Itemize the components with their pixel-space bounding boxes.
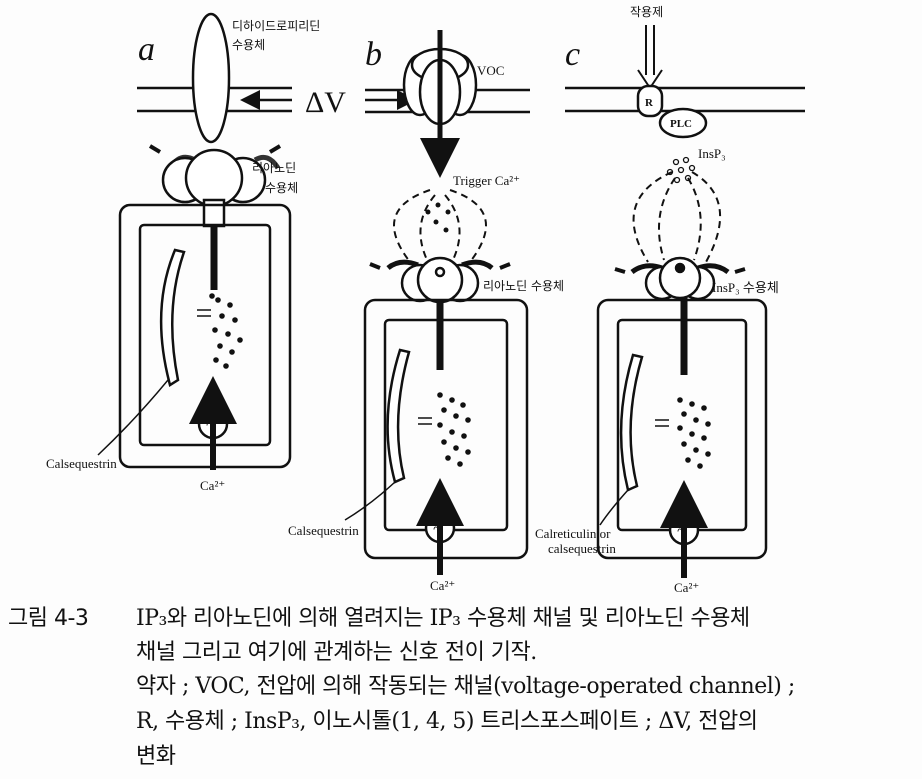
dhp-receptor [191,12,231,144]
dhp-receptor-label: 디하이드로피리딘 [232,19,320,33]
panel-c [596,25,768,578]
ryanodine-receptor-label-a-2: 수용체 [265,181,298,195]
insp3-label: InsP₃ [698,146,726,161]
calreticulin-label: Calreticulin or [535,526,611,541]
calreticulin [619,353,644,492]
caption-line-1: IP₃와 리아노딘에 의해 열려지는 IP₃ 수용체 채널 및 리아노딘 수용체 [136,606,750,631]
calsequestrin-label-a: Calsequestrin [46,456,117,471]
trigger-ca-label: Trigger Ca²⁺ [453,173,520,188]
pump-symbol-a: ~ [206,414,216,434]
panel-label-c: c [565,36,580,73]
calcium-dots-c [677,397,711,469]
pump-symbol-b: ~ [433,518,443,538]
insp3-molecules [666,156,696,184]
plc-enzyme [658,107,708,139]
figure-number: 그림 4-3 [8,606,89,631]
caption-line-2: 채널 그리고 여기에 관계하는 신호 전이 기작. [136,640,537,665]
ca-label-a: Ca²⁺ [200,478,225,493]
pump-symbol-c: ~ [677,520,687,540]
ryanodine-receptor-label-a: 리아노딘 [252,161,296,175]
calsequestrin-a [159,248,186,387]
sr-outer-a [118,203,292,469]
panel-a [97,12,292,470]
calcium-dots-a [209,293,243,369]
panel-label-a: a [138,31,155,68]
receptor-r-label: R [645,97,654,109]
calsequestrin-b [386,348,411,484]
voc-label: VOC [477,63,504,78]
agonist-label: 작용제 [630,5,663,19]
calreticulin-label-2: calsequestrin [548,541,616,556]
insp3-receptor [658,256,702,300]
delta-v-label: ΔV [305,86,346,119]
plc-label: PLC [670,118,692,130]
calsequestrin-label-b: Calsequestrin [288,523,359,538]
caption-line-5: 변화 [136,744,176,769]
ryanodine-receptor-a [184,148,244,208]
insp3-receptor-label: InsP₃ 수용체 [712,280,779,295]
dhp-receptor-label-2: 수용체 [232,38,265,52]
sr-outer-b [363,298,529,560]
panel-label-b: b [365,36,382,73]
panel-b [344,30,529,575]
ryanodine-receptor-b [416,256,464,304]
receptor-r [636,84,664,118]
caption-line-4: R, 수용체 ; InsP₃, 이노시톨(1, 4, 5) 트리스포스페이트 ;… [136,709,758,734]
ca-label-b: Ca²⁺ [430,578,455,593]
signal-transduction-diagram: a 디하이드로피리딘 수용체 ΔV 리아노딘 수용체 Calsequestrin… [46,5,805,595]
calcium-dots-b [425,202,471,467]
ca-label-c: Ca²⁺ [674,580,699,595]
caption-line-3: 약자 ; VOC, 전압에 의해 작동되는 채널(voltage-operate… [136,674,795,699]
ryanodine-receptor-label-b: 리아노딘 수용체 [483,279,564,293]
